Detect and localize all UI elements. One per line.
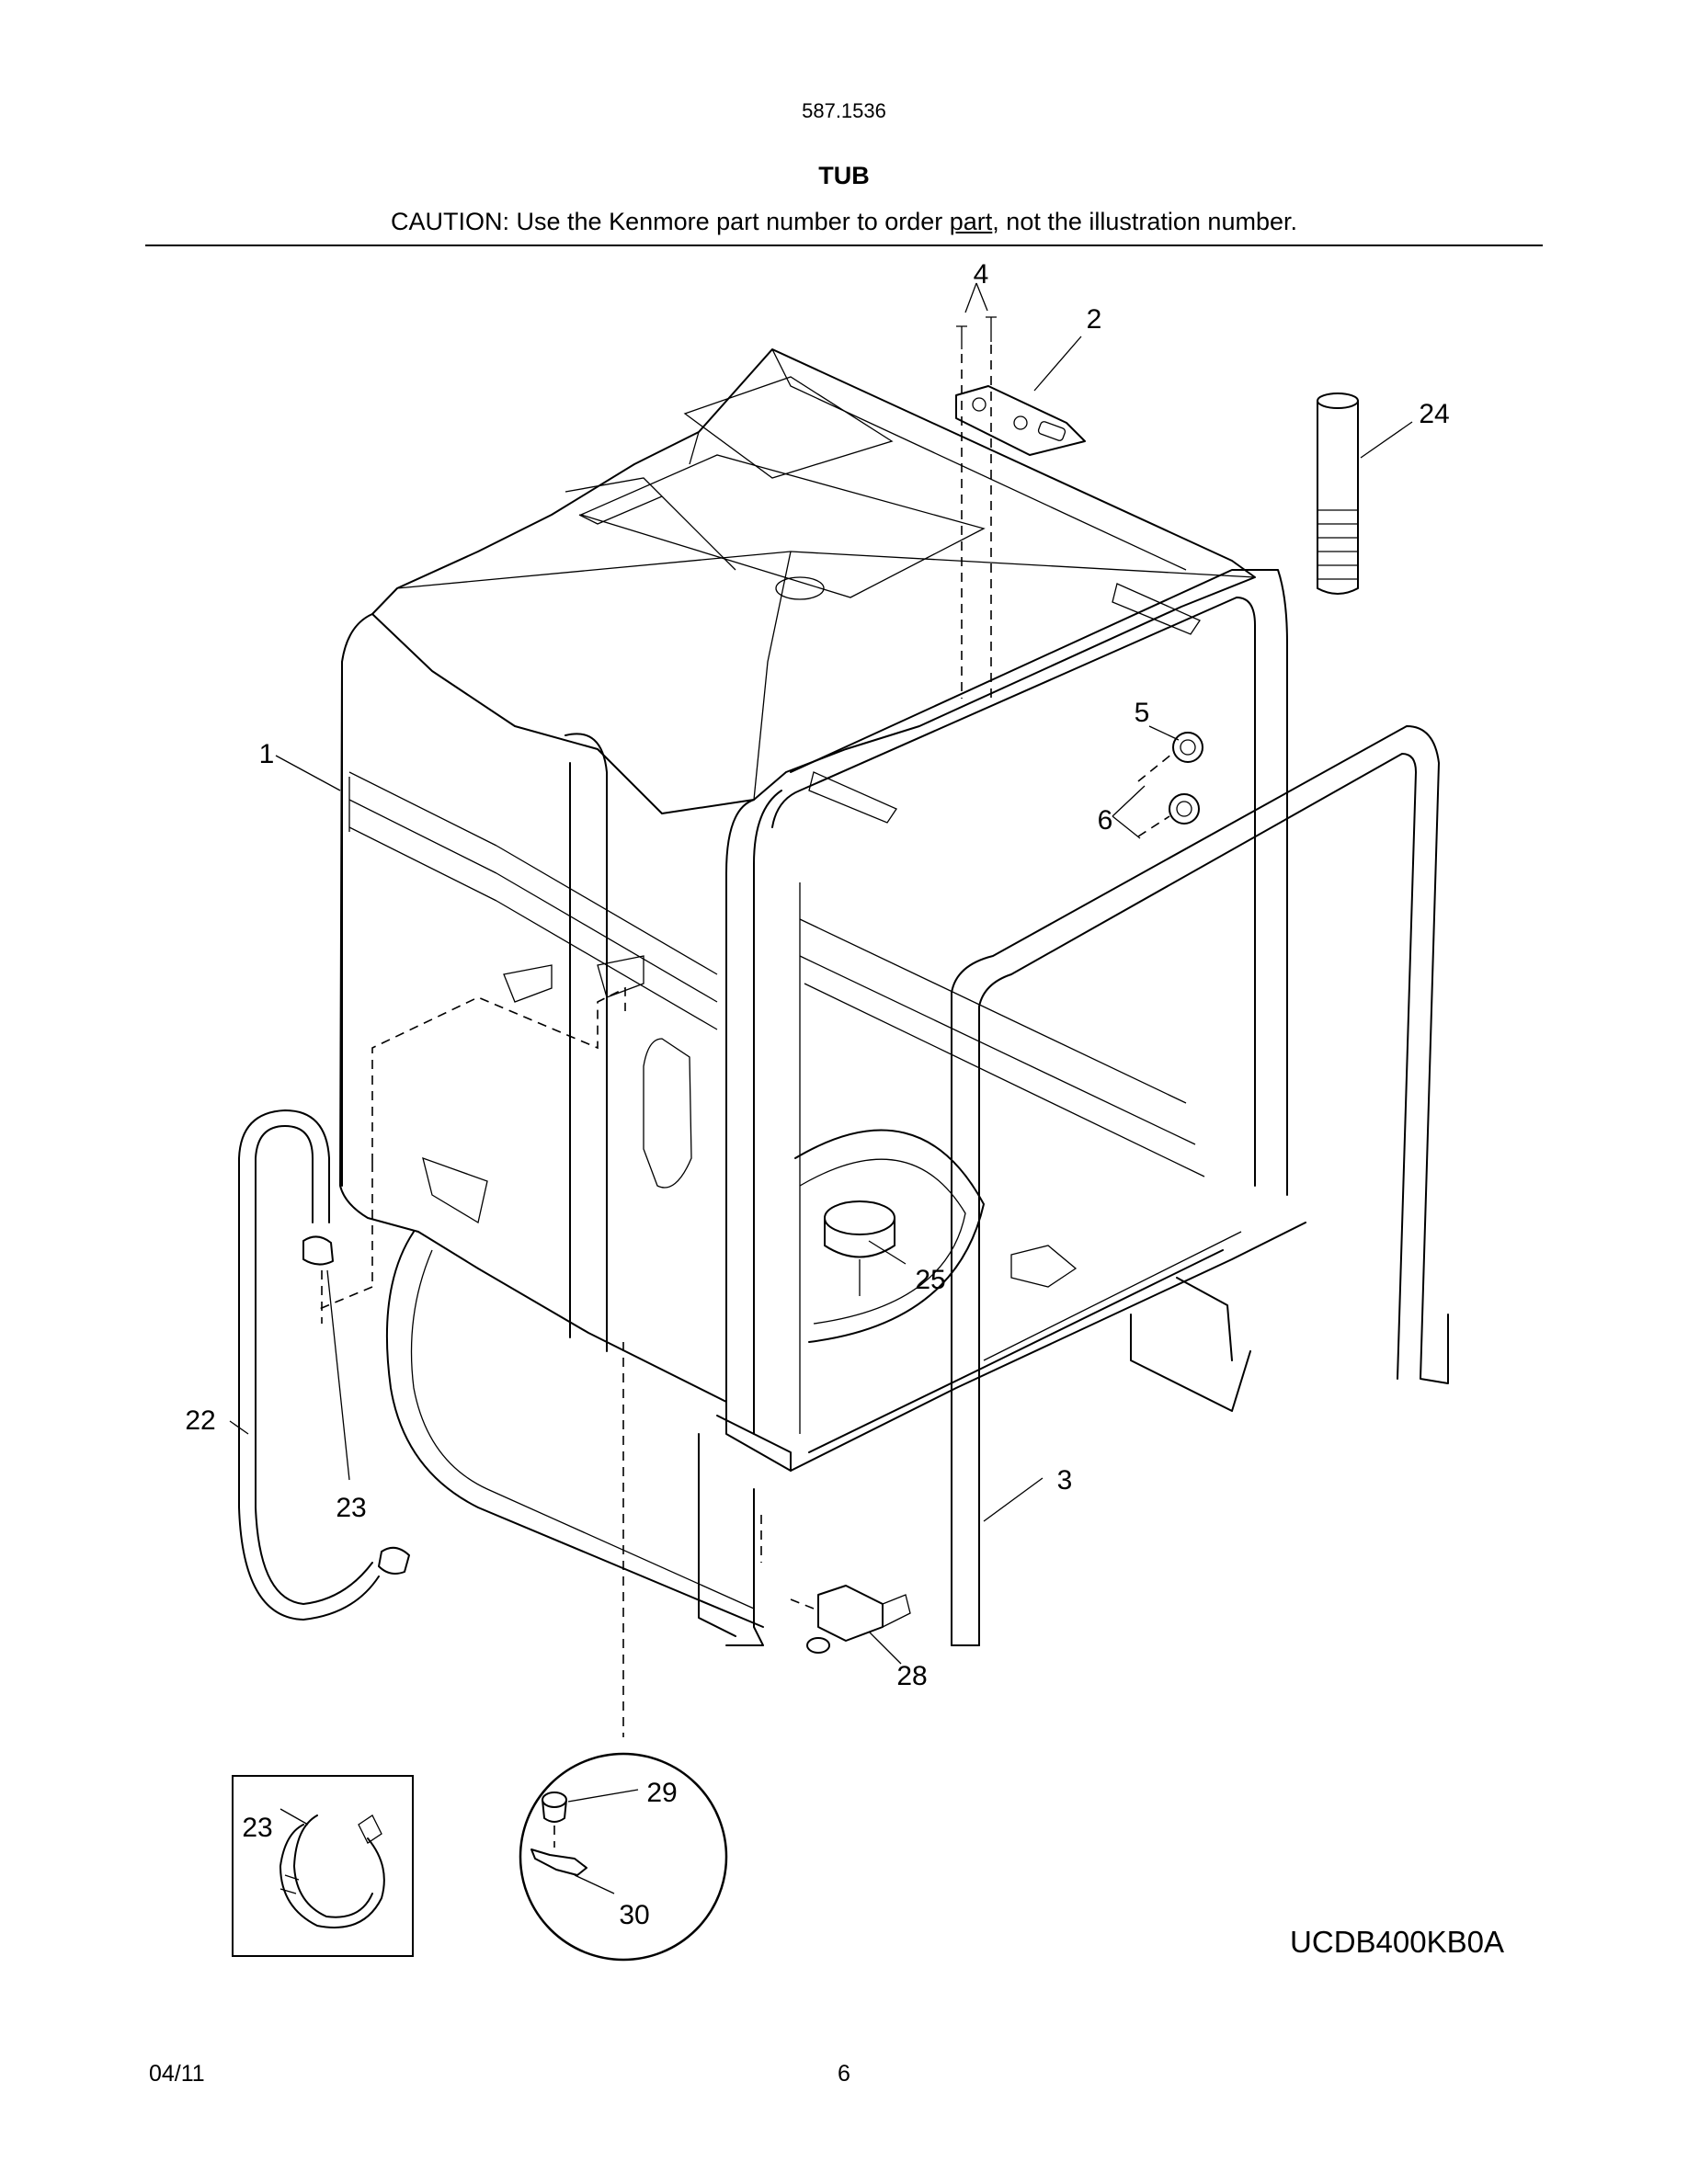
bracket-and-screws-drawing xyxy=(955,282,1086,699)
section-title: TUB xyxy=(818,162,870,189)
hose-24-drawing xyxy=(1317,392,1413,595)
callout-3: 3 xyxy=(1057,1465,1073,1496)
callout-23: 23 xyxy=(336,1493,366,1523)
callout-24: 24 xyxy=(1419,399,1449,429)
callout-5: 5 xyxy=(1135,698,1150,728)
callout-28: 28 xyxy=(896,1661,927,1691)
drain-hose-22-drawing xyxy=(229,986,626,1621)
caution-underlined-word: part xyxy=(949,208,993,235)
parts-5-6-drawing xyxy=(1112,725,1203,839)
caution-text-end: , not the illustration number. xyxy=(992,208,1297,235)
model-number: 587.1536 xyxy=(802,99,886,122)
switch-28-drawing xyxy=(760,1515,911,1665)
callout-29: 29 xyxy=(646,1778,677,1808)
part-25-leader xyxy=(868,1240,907,1265)
callout-25: 25 xyxy=(915,1265,945,1295)
tub-body-drawing xyxy=(339,348,1306,1646)
thermostat-detail-circle xyxy=(519,1752,728,1962)
callout-1: 1 xyxy=(259,739,275,769)
callout-22: 22 xyxy=(185,1405,215,1436)
part-1-leader xyxy=(275,755,341,791)
callout-6: 6 xyxy=(1098,805,1113,836)
clamp-detail-inset xyxy=(232,1775,414,1957)
footer-date: 04/11 xyxy=(149,2061,205,2087)
drawing-code: UCDB400KB0A xyxy=(1290,1925,1504,1959)
caution-note: CAUTION: Use the Kenmore part number to … xyxy=(0,208,1688,236)
page-number: 6 xyxy=(838,2061,850,2087)
callout-4: 4 xyxy=(974,259,989,290)
callout-30: 30 xyxy=(619,1900,649,1930)
caution-text-start: CAUTION: Use the Kenmore part number to … xyxy=(391,208,950,235)
door-gasket-3-drawing xyxy=(951,725,1449,1646)
callout-23-detail: 23 xyxy=(242,1813,272,1843)
header-rule xyxy=(145,245,1543,246)
callout-2: 2 xyxy=(1087,304,1102,335)
